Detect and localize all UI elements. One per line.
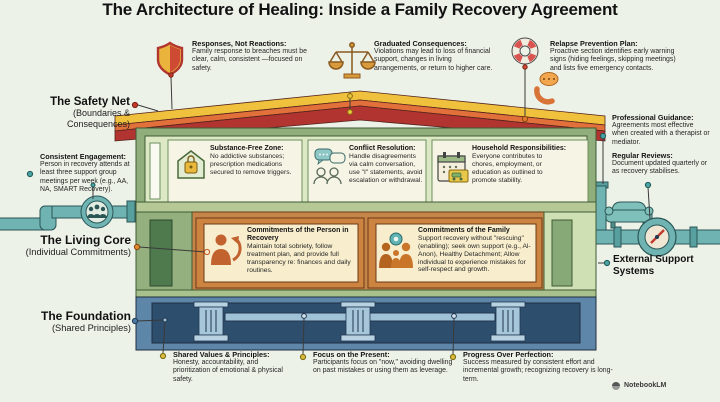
callout-heading: Progress Over Perfection: [463,350,554,359]
callout-graduated-consequences: Graduated Consequences: Violations may l… [374,39,496,73]
roof [114,90,606,142]
callout-heading: Graduated Consequences: [374,39,467,48]
callout-body: Agreements most effective when created w… [612,122,710,146]
foundation-structure [135,296,597,351]
box-body: Maintain total sobriety, follow treatmen… [247,243,351,274]
label-subtitle: (Individual Commitments) [25,247,131,257]
callout-responses-not-reactions: Responses, Not Reactions: Family respons… [192,39,308,73]
callout-body: Success measured by consistent effort an… [463,359,613,383]
room-household-responsibilities: Household Responsibilities: Everyone con… [472,145,584,184]
callout-heading: Focus on the Present: [313,350,390,359]
pipe-left [0,200,137,231]
callout-focus-present: Focus on the Present: Participants focus… [313,350,459,376]
notebooklm-logo-icon [612,382,620,390]
scales-icon [328,42,376,79]
callout-body: Document updated quarterly or as recover… [612,160,707,176]
callout-heading: Relapse Prevention Plan: [550,39,638,48]
callout-body: Violations may lead to loss of financial… [374,48,493,72]
house-lock-icon [177,150,205,179]
chat-people-icon [313,148,346,185]
box-heading: Commitments of the Family [418,227,510,234]
label-external-support: External Support Systems [613,254,694,277]
label-subtitle: (Shared Principles) [51,323,131,333]
callout-consistent-engagement: Consistent Engagement: Person in recover… [40,152,136,194]
callout-progress-over-perfection: Progress Over Perfection: Success measur… [463,350,613,384]
label-title: The Living Core [40,233,131,247]
room-body: No addictive substances; prescription me… [210,153,292,176]
label-living-core: The Living Core (Individual Commitments) [8,233,131,257]
callout-regular-reviews: Regular Reviews: Document updated quarte… [612,151,710,177]
callout-heading: Responses, Not Reactions: [192,39,287,48]
rooms-storey [135,127,597,213]
callout-heading: Consistent Engagement: [40,152,126,161]
room-body: Handle disagreements via calm conversati… [349,153,423,184]
gauge-icon [637,217,677,257]
label-title: The Foundation [41,309,131,323]
calendar-icon [437,152,469,183]
page-title: The Architecture of Healing: Inside a Fa… [102,0,618,19]
room-heading: Substance-Free Zone: [210,145,284,152]
callout-relapse-prevention: Relapse Prevention Plan: Proactive secti… [550,39,682,73]
family-icon [379,232,413,268]
callout-professional-guidance: Professional Guidance: Agreements most e… [612,113,710,147]
callout-body: Family response to breaches must be clea… [192,48,307,72]
box-commitments-person: Commitments of the Person in Recovery Ma… [247,227,353,274]
callout-body: Participants focus on "now," avoiding dw… [313,359,453,375]
person-arrow-icon [211,234,242,265]
room-heading: Conflict Resolution: [349,145,416,152]
valve-people-icon [80,195,114,229]
room-heading: Household Responsibilities: [472,145,567,152]
phone-icon [534,72,559,105]
label-safety-net: The Safety Net (Boundaries & Consequence… [35,96,130,130]
room-body: Everyone contributes to chores, employme… [472,153,543,184]
callout-shared-values: Shared Values & Principles: Honesty, acc… [173,350,285,384]
connector-dots [26,64,652,361]
callout-heading: Regular Reviews: [612,151,673,160]
label-foundation: The Foundation (Shared Principles) [8,309,131,333]
box-commitments-family: Commitments of the Family Support recove… [418,227,532,274]
room-substance-free-zone: Substance-Free Zone: No addictive substa… [210,145,298,177]
label-title: The Safety Net [50,96,130,108]
callout-body: Proactive section identifies early warni… [550,48,676,72]
box-body: Support recovery without "rescuing" (ena… [418,235,531,274]
callout-body: Honesty, accountability, and prioritizat… [173,359,283,383]
label-subtitle: (Boundaries & Consequences) [66,108,130,129]
lifebuoy-icon [511,37,539,65]
room-conflict-resolution: Conflict Resolution: Handle disagreement… [349,145,424,184]
callout-heading: Professional Guidance: [612,113,694,122]
callout-heading: Shared Values & Principles: [173,350,270,359]
branding-label: NotebookLM [624,382,667,389]
connectors [92,68,651,355]
box-heading: Commitments of the Person in Recovery [247,227,349,243]
shield-icon [156,41,184,76]
core-storey [135,211,597,298]
callout-body: Person in recovery attends at least thre… [40,161,130,193]
